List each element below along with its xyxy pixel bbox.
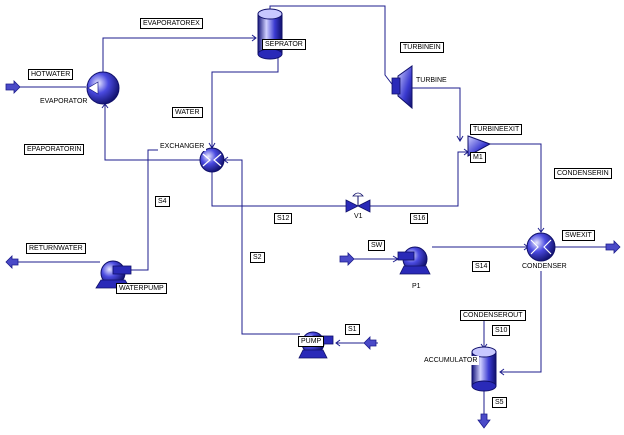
unit-label-valve[interactable]: V1 bbox=[352, 212, 365, 221]
sw-feed-arrow-icon bbox=[339, 252, 355, 266]
s5-product-arrow-icon bbox=[477, 413, 491, 429]
unit-label-pump1[interactable]: P1 bbox=[410, 282, 423, 291]
unit-label-accumulator[interactable]: ACCUMULATOR bbox=[422, 356, 480, 365]
valve-unit[interactable] bbox=[345, 192, 371, 213]
swexit-product-arrow-icon bbox=[605, 240, 621, 254]
turbine-unit[interactable] bbox=[391, 65, 413, 110]
stream-label-s16[interactable]: S16 bbox=[410, 213, 429, 224]
stream-condenserin-line bbox=[490, 143, 542, 232]
mixer-unit[interactable] bbox=[467, 135, 492, 157]
unit-label-waterpump[interactable]: WATERPUMP bbox=[116, 283, 167, 294]
unit-label-mixer[interactable]: M1 bbox=[470, 152, 486, 163]
stream-label-s5[interactable]: S5 bbox=[492, 397, 507, 408]
stream-label-hotwater[interactable]: HOTWATER bbox=[28, 69, 74, 80]
stream-label-turbinein[interactable]: TURBINEIN bbox=[400, 42, 444, 53]
stream-water-line bbox=[211, 55, 279, 148]
stream-s4-line bbox=[130, 149, 200, 271]
stream-label-turbineexit[interactable]: TURBINEEXIT bbox=[470, 124, 523, 135]
port-arrows bbox=[5, 80, 621, 429]
unit-label-evaporator[interactable]: EVAPORATOR bbox=[38, 97, 90, 106]
stream-label-s4[interactable]: S4 bbox=[155, 196, 170, 207]
stream-turbinein-line bbox=[269, 5, 399, 93]
stream-label-s14[interactable]: S14 bbox=[472, 261, 491, 272]
unit-label-pump[interactable]: PUMP bbox=[298, 336, 325, 347]
stream-evaporatorex-line bbox=[102, 37, 256, 72]
stream-label-condenserin[interactable]: CONDENSERIN bbox=[554, 168, 612, 179]
condenser-unit[interactable] bbox=[526, 232, 556, 262]
stream-s2-line bbox=[224, 159, 300, 335]
unit-label-separator[interactable]: SEPRATOR bbox=[262, 39, 306, 50]
stream-condenserout-line bbox=[500, 262, 542, 373]
stream-label-water[interactable]: WATER bbox=[172, 107, 203, 118]
pump-p1-unit[interactable] bbox=[397, 246, 431, 275]
stream-label-swexit[interactable]: SWEXIT bbox=[562, 230, 595, 241]
stream-label-s10[interactable]: S10 bbox=[492, 325, 511, 336]
stream-label-returnwater[interactable]: RETURNWATER bbox=[26, 243, 86, 254]
unit-label-exchanger[interactable]: EXCHANGER bbox=[158, 142, 207, 151]
stream-label-evaporatorex[interactable]: EVAPORATOREX bbox=[140, 18, 203, 29]
stream-label-s1[interactable]: S1 bbox=[345, 324, 360, 335]
unit-label-condenser[interactable]: CONDENSER bbox=[520, 262, 569, 271]
stream-turbineexit-line bbox=[412, 87, 461, 140]
stream-label-condenserout[interactable]: CONDENSEROUT bbox=[460, 310, 526, 321]
s1-feed-arrow-icon bbox=[363, 336, 377, 350]
stream-label-epaporatorin[interactable]: EPAPORATORIN bbox=[24, 144, 85, 155]
stream-s16-line bbox=[370, 151, 468, 207]
hotwater-feed-arrow-icon bbox=[5, 80, 21, 94]
stream-label-s12[interactable]: S12 bbox=[274, 213, 293, 224]
accumulator-unit[interactable] bbox=[471, 346, 497, 392]
stream-label-s2[interactable]: S2 bbox=[250, 252, 265, 263]
returnwater-product-arrow-icon bbox=[5, 255, 19, 269]
separator-unit[interactable] bbox=[257, 8, 283, 60]
stream-s12-line bbox=[211, 172, 346, 207]
exchanger-unit[interactable] bbox=[199, 147, 225, 173]
stream-epaporatorin-line bbox=[104, 104, 200, 161]
stream-label-sw[interactable]: SW bbox=[368, 240, 386, 251]
evaporator-unit[interactable] bbox=[86, 71, 120, 105]
unit-label-turbine[interactable]: TURBINE bbox=[414, 76, 449, 85]
stream-lines bbox=[18, 5, 608, 418]
